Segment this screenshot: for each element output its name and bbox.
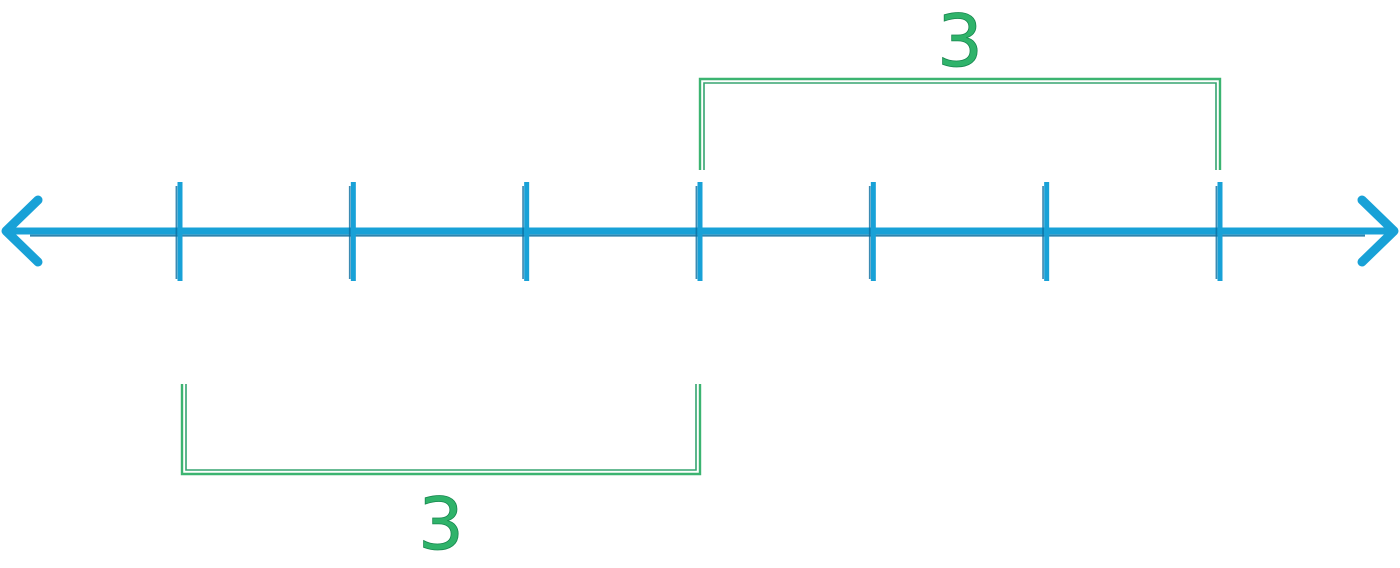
jump-bracket-above [698, 77, 1222, 170]
bracket-label-above: 3 [937, 0, 983, 83]
right-arrow-icon [1357, 195, 1399, 267]
bracket-label-below: 3 [418, 482, 464, 566]
jump-bracket-above-shadow [703, 82, 1217, 170]
jump-bracket-below [180, 384, 702, 476]
left-arrow-icon [1, 195, 43, 267]
jump-bracket-below-shadow [185, 384, 697, 471]
